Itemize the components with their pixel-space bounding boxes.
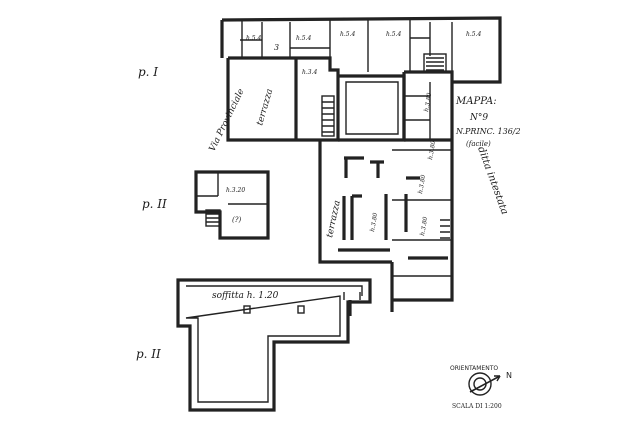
room-label-soffitta: soffitta h. 1.20 xyxy=(212,291,279,301)
mappa-title: MAPPA: xyxy=(455,96,497,107)
stair-center xyxy=(321,95,335,137)
room-label-h-small: h.3.20 xyxy=(226,187,245,194)
room-label-h-top-4: h.5.4 xyxy=(386,31,401,38)
floor-label-p1: p. I xyxy=(138,65,158,79)
room-label-h-right-2: h.3.80 xyxy=(427,140,437,160)
stair-small-block xyxy=(205,209,221,227)
room-label-h-mid: h.3.4 xyxy=(302,69,317,76)
compass-arrow-icon xyxy=(469,375,501,393)
compass-north-label: N xyxy=(506,371,512,380)
room-label-h-right-3: h.3.80 xyxy=(417,174,427,194)
room-label-h-top-3: h.5.4 xyxy=(340,31,355,38)
stair-top-right xyxy=(423,53,447,73)
room-label-h-right-1: h.3.80 xyxy=(423,92,433,112)
room-label-h-right-4: h.3.80 xyxy=(419,216,429,236)
room-label-h-top-1: h.5.4 xyxy=(246,35,261,42)
room-label-h-center: h.3.80 xyxy=(369,212,379,232)
street-label-ditta-intestata: ditta intestata xyxy=(475,145,510,216)
soffitta-outline xyxy=(176,278,372,412)
orientamento: ORIENTAMENTO N SCALA DI 1:200 xyxy=(450,365,512,410)
small-block-p2 xyxy=(194,170,270,240)
room-label-h-top-5: h.5.4 xyxy=(466,31,481,38)
room-label-terrazza-main: terrazza xyxy=(255,88,275,127)
mappa-particella: N.PRINC. 136/2 xyxy=(455,127,521,136)
mappa-notation: MAPPA: N°9 N.PRINC. 136/2 (facile) xyxy=(455,96,521,148)
scale-label: SCALA DI 1:200 xyxy=(452,403,502,410)
orientamento-label: ORIENTAMENTO xyxy=(450,365,498,372)
main-building xyxy=(220,16,502,312)
floor-label-p2-lower: p. II xyxy=(136,347,161,361)
room-label-terrazza-lower: terrazza xyxy=(325,200,343,239)
mappa-number: N°9 xyxy=(469,113,488,123)
room-number: 3 xyxy=(274,43,279,52)
stair-right xyxy=(440,219,450,239)
room-label-h-top-2: h.5.4 xyxy=(296,35,311,42)
room-number-small: (?) xyxy=(232,216,241,224)
mappa-note: (facile) xyxy=(466,140,491,148)
compass-circle-icon xyxy=(468,372,492,396)
floor-label-p2-upper: p. II xyxy=(142,197,167,211)
